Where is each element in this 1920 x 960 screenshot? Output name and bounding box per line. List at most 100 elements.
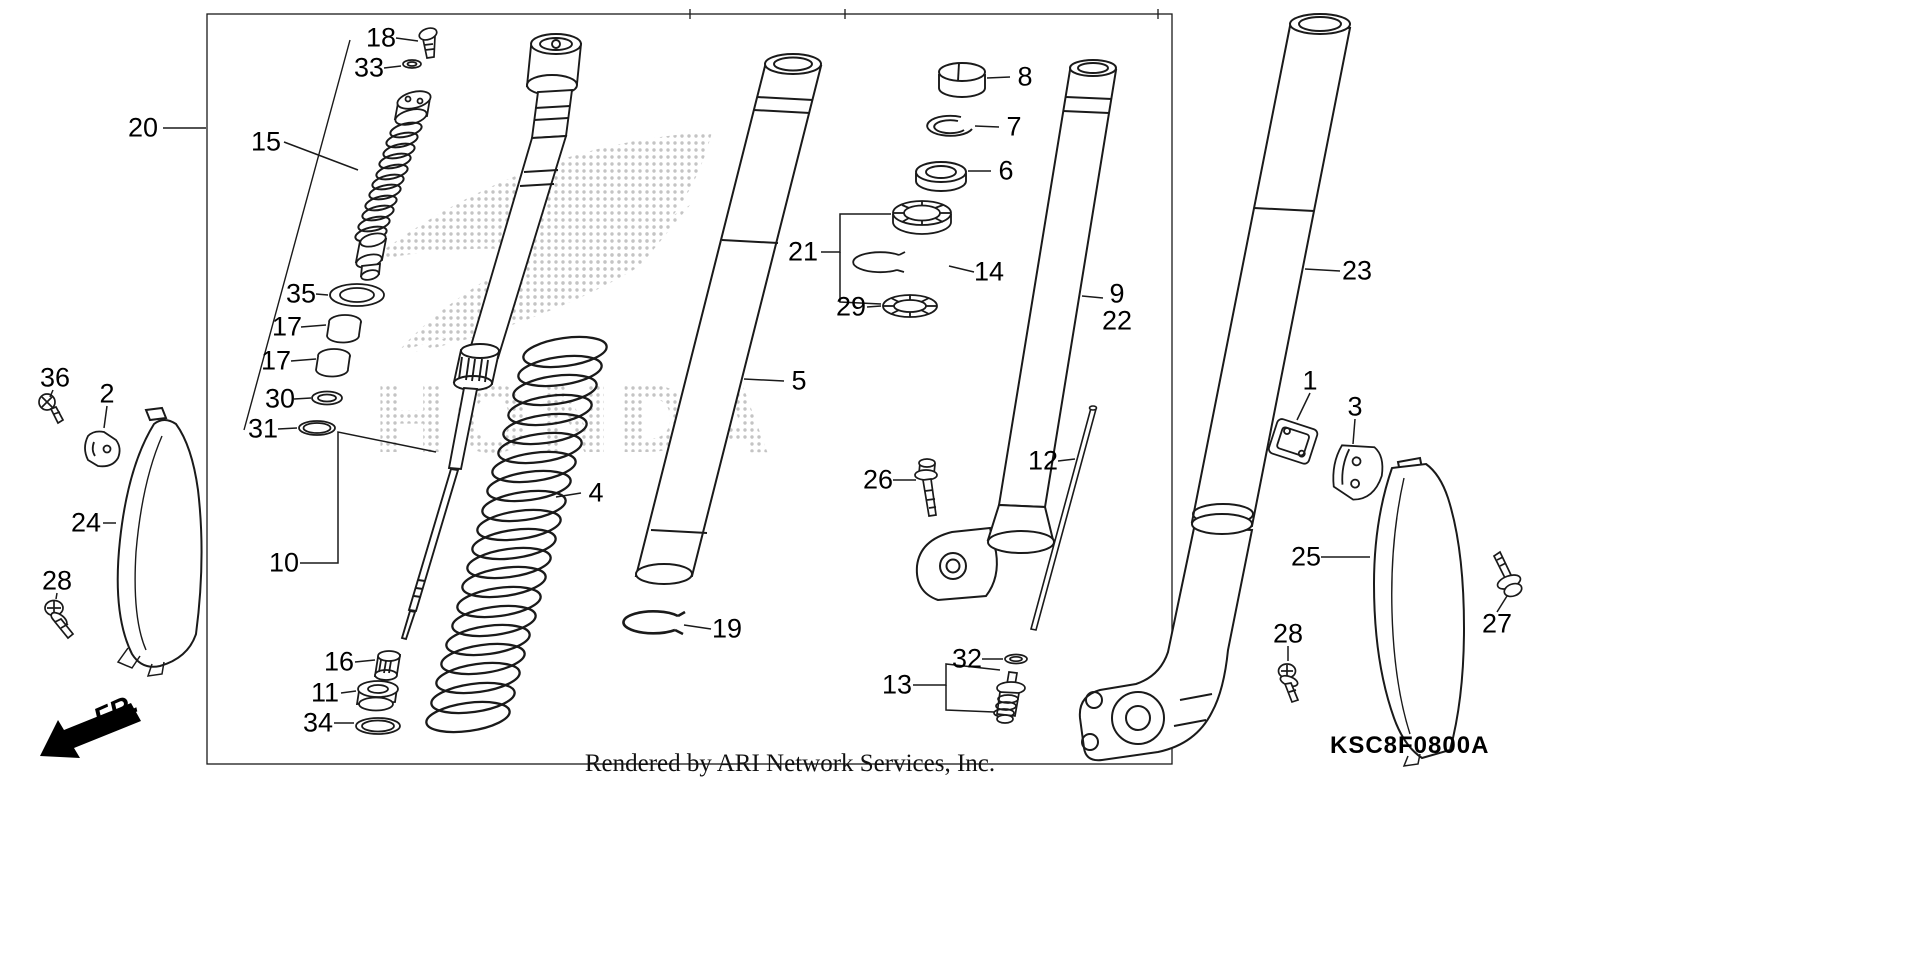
part-callout-6[interactable]: 6 <box>998 155 1014 186</box>
part-callout-10[interactable]: 10 <box>268 547 300 578</box>
part-callout-33[interactable]: 33 <box>353 52 385 83</box>
leader-line-27 <box>1496 595 1508 613</box>
part-3-clamp-drawing <box>1332 444 1384 501</box>
leader-line-4 <box>555 492 582 498</box>
part-36-screw-drawing <box>38 393 65 425</box>
part-callout-19[interactable]: 19 <box>711 613 743 644</box>
part-27-bolt-drawing <box>1492 550 1523 598</box>
leader-line-21 <box>821 213 891 253</box>
part-callout-18[interactable]: 18 <box>365 22 397 53</box>
part-12-damper-rod-drawing <box>1030 405 1098 631</box>
leader-line-8 <box>986 76 1011 79</box>
part-callout-26[interactable]: 26 <box>862 464 894 495</box>
part-callout-11[interactable]: 11 <box>310 677 340 708</box>
leader-line-35 <box>315 293 329 296</box>
part-callout-8[interactable]: 8 <box>1017 61 1033 92</box>
part-callout-32[interactable]: 32 <box>951 643 983 674</box>
part-15-damper-spring-drawing <box>354 90 432 281</box>
part-callout-30[interactable]: 30 <box>264 383 296 414</box>
part-callout-9[interactable]: 9 <box>1109 278 1125 309</box>
part-callout-25[interactable]: 25 <box>1290 541 1322 572</box>
leader-line-17 <box>300 324 327 328</box>
leader-line-31 <box>277 427 298 430</box>
part-callout-12[interactable]: 12 <box>1027 445 1059 476</box>
part-callout-16[interactable]: 16 <box>323 646 355 677</box>
leader-lines <box>49 37 1508 724</box>
part-13-valve-drawing <box>993 653 1028 724</box>
leader-line-7 <box>974 125 1000 128</box>
spring-seat-set-drawing <box>355 650 402 735</box>
leader-line-13 <box>945 685 995 713</box>
footer-credit: Rendered by ARI Network Services, Inc. <box>584 750 996 777</box>
part-callout-20[interactable]: 20 <box>127 112 159 143</box>
part-callout-17[interactable]: 17 <box>271 311 303 342</box>
leader-line-29 <box>866 305 882 308</box>
part-callout-29[interactable]: 29 <box>835 291 867 322</box>
leader-line-28 <box>55 592 58 600</box>
part-23-outer-tube-drawing <box>1078 13 1352 762</box>
part-callout-28[interactable]: 28 <box>1272 618 1304 649</box>
part-callout-1[interactable]: 1 <box>1302 365 1318 396</box>
part-callout-4[interactable]: 4 <box>588 477 604 508</box>
leader-line-23 <box>1304 268 1341 272</box>
leader-line-11 <box>340 690 357 694</box>
part-25-protector-drawing <box>1372 456 1466 767</box>
part-callout-13[interactable]: 13 <box>881 669 913 700</box>
part-9-slider-tube-drawing <box>915 59 1118 602</box>
part-4-fork-spring-drawing <box>425 335 608 734</box>
leader-line-33 <box>383 65 402 69</box>
part-callout-15[interactable]: 15 <box>250 126 282 157</box>
part-18-screw-drawing <box>402 27 438 69</box>
part-callout-2[interactable]: 2 <box>99 378 115 409</box>
part-callout-23[interactable]: 23 <box>1341 255 1373 286</box>
part-19-stopper-ring-drawing <box>622 610 686 636</box>
part-callout-3[interactable]: 3 <box>1347 391 1363 422</box>
part-callout-35[interactable]: 35 <box>285 278 317 309</box>
diagram-border <box>206 9 1173 765</box>
diagram-code: KSC8F0800A <box>1330 732 1490 759</box>
bushing-ring-set-drawing <box>298 283 385 436</box>
leader-line-18 <box>395 37 419 42</box>
part-callout-28[interactable]: 28 <box>41 565 73 596</box>
leader-line-14 <box>948 265 975 273</box>
leader-line-12 <box>1057 458 1076 462</box>
part-callout-34[interactable]: 34 <box>302 707 334 738</box>
part-33-washer-drawing <box>402 59 422 69</box>
leader-line-1 <box>1296 392 1311 421</box>
leader-line-10 <box>300 431 437 564</box>
seal-set-drawing <box>852 200 952 318</box>
part-1-clamp-drawing <box>1267 418 1319 465</box>
leader-line-16 <box>354 659 376 663</box>
leader-line-2 <box>103 405 108 429</box>
leader-line-21 <box>839 252 882 305</box>
part-callout-17[interactable]: 17 <box>260 345 292 376</box>
bushing-washer-set-drawing <box>915 62 986 192</box>
leader-line-36 <box>49 389 54 398</box>
part-callout-5[interactable]: 5 <box>791 365 807 396</box>
leader-line-19 <box>683 624 712 630</box>
part-callout-27[interactable]: 27 <box>1481 608 1513 639</box>
part-26-bolt-drawing <box>914 458 938 517</box>
protector-clamp-drawing <box>1267 418 1384 501</box>
part-callout-36[interactable]: 36 <box>39 362 71 393</box>
leader-line-13 <box>913 663 1001 686</box>
bracket-line <box>243 39 351 431</box>
leader-line-5 <box>743 378 785 382</box>
part-callout-21[interactable]: 21 <box>787 236 819 267</box>
part-callout-22[interactable]: 22 <box>1101 305 1133 336</box>
fr-direction-arrow <box>40 703 141 758</box>
part-28-right-bolt-drawing <box>1277 663 1300 704</box>
part-callout-7[interactable]: 7 <box>1006 111 1022 142</box>
part-24-protector-drawing <box>116 406 203 677</box>
leader-line-30 <box>293 397 312 400</box>
part-callout-14[interactable]: 14 <box>973 256 1005 287</box>
damper-cartridge-drawing <box>400 33 583 641</box>
leader-line-3 <box>1352 418 1356 445</box>
part-callout-24[interactable]: 24 <box>70 507 102 538</box>
part-5-fork-tube-drawing <box>634 53 823 585</box>
part-28-left-bolt-drawing <box>44 599 75 640</box>
leader-line-17 <box>290 358 317 362</box>
part-32-washer-drawing <box>1004 653 1028 665</box>
part-callout-31[interactable]: 31 <box>247 413 279 444</box>
